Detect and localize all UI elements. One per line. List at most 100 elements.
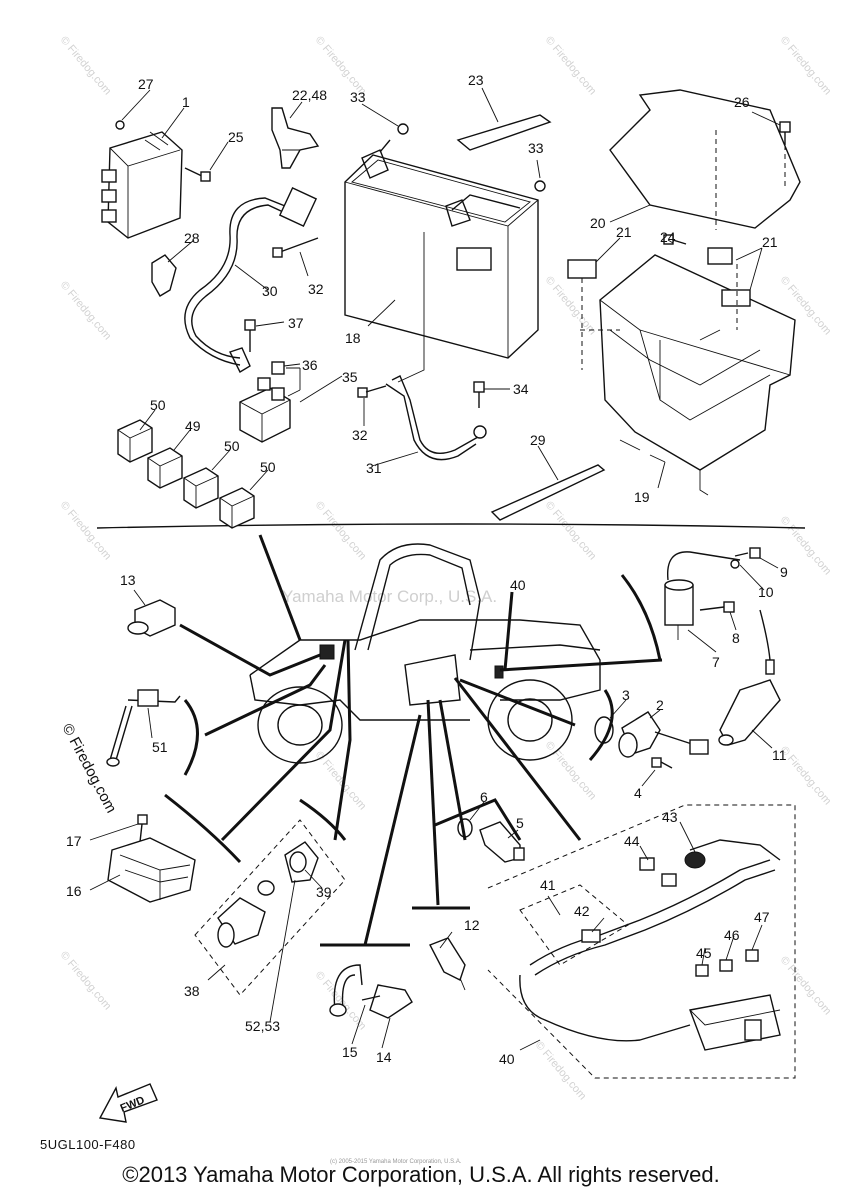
watermark-center: Yamaha Motor Corp., U.S.A. (282, 587, 497, 606)
nut-27 (115, 120, 125, 130)
watermark: © Firedog.com (543, 34, 599, 97)
callout-label: 15 (342, 1044, 358, 1060)
bolt-14 (361, 984, 413, 1019)
callout-label: 32 (352, 427, 368, 443)
bolt-26 (779, 121, 791, 145)
callout-label: 2 (656, 697, 664, 713)
callout-label: 19 (634, 489, 650, 505)
watermark: © Firedog.com (58, 34, 114, 97)
cable-tie-29 (490, 464, 606, 521)
sensor-2 (618, 711, 709, 758)
plug-cap-11 (718, 609, 781, 746)
callout-label: 18 (345, 330, 361, 346)
callout-label: 23 (468, 72, 484, 88)
bolt-8 (699, 601, 735, 613)
coupler-50 (183, 467, 219, 509)
callout-label: 4 (634, 785, 642, 801)
pad-21 (567, 259, 597, 279)
switch-39 (284, 841, 319, 883)
callout-label: 38 (184, 983, 200, 999)
bolt-37 (244, 319, 256, 352)
callout-label: 43 (662, 809, 678, 825)
watermark: © Firedog.com (543, 739, 599, 802)
ignition-coil-7 (664, 551, 741, 640)
callout-label: 37 (288, 315, 304, 331)
bolt-34 (473, 381, 485, 408)
wire-clamp-22-48 (271, 107, 320, 169)
washer-6 (457, 818, 473, 838)
watermark: © Firedog.com (533, 1039, 589, 1102)
switch-5 (479, 821, 525, 863)
coupler-50 (219, 487, 255, 529)
bolt-24 (663, 234, 687, 245)
ecu-unit (101, 131, 183, 239)
bolt-9 (734, 547, 761, 559)
cable-31 (385, 375, 487, 461)
wire-harness-box (487, 804, 796, 1079)
tiny-copyright: (c) 2005-2015 Yamaha Motor Corporation, … (330, 1159, 462, 1165)
callout-label: 49 (185, 418, 201, 434)
leader-lines (179, 534, 663, 946)
battery-strap-23 (456, 114, 552, 151)
callout-label: 46 (724, 927, 740, 943)
callout-label: 10 (758, 584, 774, 600)
bolt-32-upper (272, 237, 319, 258)
battery-box-19 (599, 254, 796, 496)
callout-label: 34 (513, 381, 529, 397)
callout-label: 8 (732, 630, 740, 646)
cable-30 (184, 186, 318, 373)
diagram-code: 5UGL100-F480 (40, 1137, 136, 1152)
callout-leaders (89, 87, 781, 1051)
watermark: © Firedog.com (58, 499, 114, 562)
callout-label: 51 (152, 739, 168, 755)
callout-label: 27 (138, 76, 154, 92)
battery-18 (344, 139, 539, 383)
nut-33 (534, 180, 546, 192)
callout-label: 40 (499, 1051, 515, 1067)
copyright-footer: ©2013 Yamaha Motor Corporation, U.S.A. A… (122, 1162, 720, 1187)
watermark: © Firedog.com (543, 274, 599, 337)
callout-label: 3 (622, 687, 630, 703)
bolt-4 (651, 757, 673, 769)
callout-label: 40 (510, 577, 526, 593)
pad-21 (707, 247, 733, 265)
rectifier-16 (107, 837, 196, 903)
callout-label: 14 (376, 1049, 392, 1065)
callout-label: 47 (754, 909, 770, 925)
callout-label: 36 (302, 357, 318, 373)
callout-labels: 27 1 25 22,48 33 23 26 33 28 30 32 20 21… (66, 72, 788, 1067)
o-ring-3 (594, 716, 614, 744)
callout-label: 24 (660, 229, 676, 245)
callout-label: 25 (228, 129, 244, 145)
starter-relay-35 (239, 361, 301, 443)
nut-33 (397, 123, 409, 135)
callout-label: 17 (66, 833, 82, 849)
callout-label: 21 (762, 234, 778, 250)
coupler-50 (117, 419, 153, 463)
clip-28 (151, 254, 177, 297)
coupler-49 (147, 447, 183, 489)
watermark-side: © Firedog.com (58, 721, 119, 816)
callout-label: 50 (150, 397, 166, 413)
callout-label: 30 (262, 283, 278, 299)
callout-label: 32 (308, 281, 324, 297)
watermark: © Firedog.com (313, 969, 369, 1032)
pad-guide (580, 264, 738, 370)
bolt-32-lower (357, 385, 387, 398)
callout-label: 44 (624, 833, 640, 849)
callout-label: 5 (516, 815, 524, 831)
callout-label: 6 (480, 789, 488, 805)
sensor-51 (106, 689, 181, 767)
section-divider (96, 523, 806, 529)
callout-label: 13 (120, 572, 136, 588)
callout-label: 41 (540, 877, 556, 893)
watermark: © Firedog.com (778, 954, 834, 1017)
switch-38 (194, 819, 346, 996)
callout-label: 33 (528, 140, 544, 156)
callout-label: 21 (616, 224, 632, 240)
watermark: © Firedog.com (313, 499, 369, 562)
watermark: © Firedog.com (58, 279, 114, 342)
callout-label: 9 (780, 564, 788, 580)
sensor-13 (127, 599, 176, 637)
callout-label: 33 (350, 89, 366, 105)
